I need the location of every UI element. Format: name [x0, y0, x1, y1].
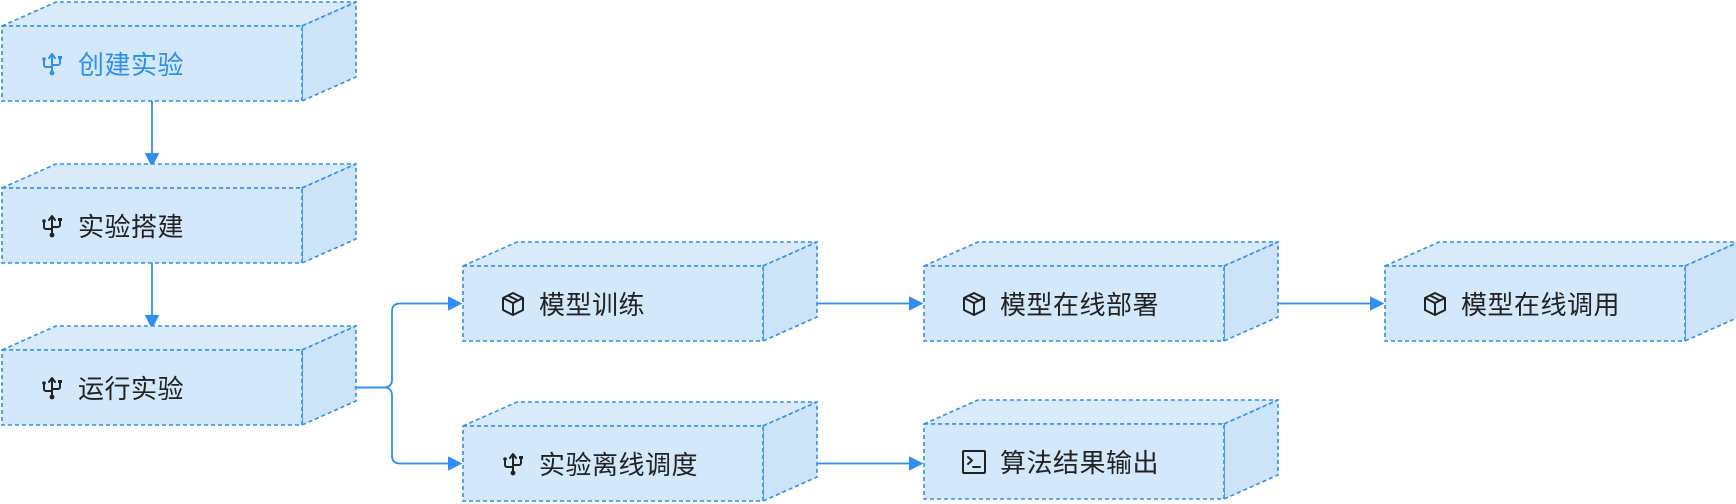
cube-icon	[1421, 290, 1449, 318]
box-top-face	[923, 399, 1279, 425]
node-build-experiment[interactable]: 实验搭建	[1, 162, 357, 265]
node-online-invoke[interactable]: 模型在线调用	[1384, 241, 1736, 343]
node-label: 模型训练	[539, 291, 646, 321]
usb-fork-icon	[499, 450, 527, 478]
node-box-3d	[1, 324, 357, 427]
cube-icon	[499, 290, 527, 318]
box-top-face	[923, 241, 1279, 267]
cube-icon	[960, 290, 988, 318]
node-model-training[interactable]: 模型训练	[462, 240, 818, 343]
box-top-face	[462, 401, 818, 427]
node-label: 模型在线部署	[1000, 291, 1160, 321]
terminal-icon	[960, 448, 988, 476]
node-label: 算法结果输出	[1000, 449, 1160, 479]
node-box-3d	[923, 398, 1279, 501]
node-box-3d	[1, 0, 357, 103]
box-top-face	[462, 241, 818, 267]
box-top-face	[1, 325, 357, 351]
node-online-deploy[interactable]: 模型在线部署	[923, 240, 1279, 343]
usb-fork-icon	[38, 50, 66, 78]
node-label: 模型在线调用	[1461, 291, 1621, 321]
node-box-3d	[462, 400, 818, 503]
box-top-face	[1, 1, 357, 27]
connector-run_experiment-to-offline_scheduling	[302, 386, 463, 471]
box-top-face	[1384, 241, 1736, 267]
box-front-face	[923, 423, 1225, 500]
node-label: 实验搭建	[78, 213, 185, 243]
node-create-experiment[interactable]: 创建实验	[1, 0, 357, 103]
node-label: 创建实验	[78, 51, 185, 81]
node-run-experiment[interactable]: 运行实验	[1, 324, 357, 427]
node-label: 实验离线调度	[539, 451, 699, 481]
node-label: 运行实验	[78, 375, 185, 405]
node-algo-output[interactable]: 算法结果输出	[923, 398, 1279, 501]
box-top-face	[1, 163, 357, 189]
usb-fork-icon	[38, 212, 66, 240]
node-offline-scheduling[interactable]: 实验离线调度	[462, 400, 818, 503]
usb-fork-icon	[38, 374, 66, 402]
